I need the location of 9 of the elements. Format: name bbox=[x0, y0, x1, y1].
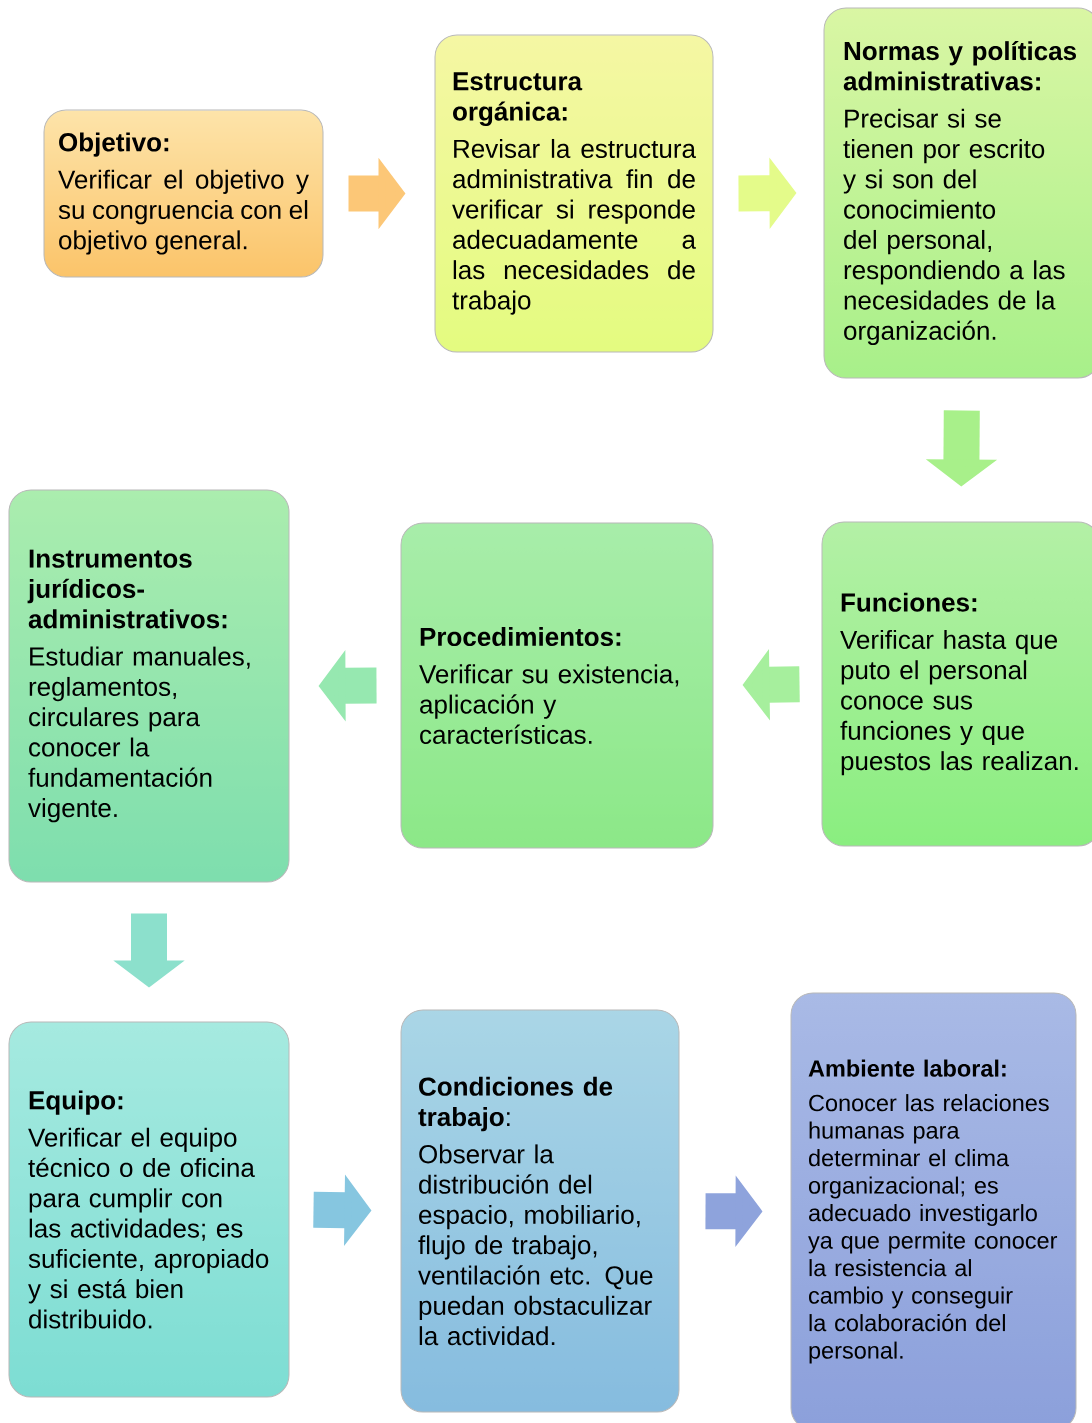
process-box: Condiciones de trabajo: Observar la distribución del espacio, mobiliario, flujo de trabajo, ventilación etc. Que puedan obstaculizar la actividad. bbox=[400, 1009, 680, 1413]
process-box: Ambiente laboral: Conocer las relaciones humanas para determinar el clima organizacional; es adecuado investigarlo ya que permite conocer la resistencia al cambio y conseguir la colaboración del personal. bbox=[790, 992, 1077, 1423]
process-box: Estructura orgánica: Revisar la estructura administrativa fin de verificar si responde adecuadamente a las necesidades de trabajo bbox=[434, 34, 714, 353]
process-box: Funciones: Verificar hasta que puto el personal conoce sus funciones y que puestos las realizan. bbox=[821, 521, 1092, 847]
process-box: Equipo: Verificar el equipo técnico o de oficina para cumplir con las actividades; es suficiente, apropiado y si está bien distribuido. bbox=[8, 1021, 290, 1398]
process-box: Instrumentos jurídicos-administrativos: Estudiar manuales, reglamentos, circulares para conocer la fundamentación vigente. bbox=[8, 489, 290, 883]
process-box: Procedimientos: Verificar su existencia, aplicación y características. bbox=[400, 522, 714, 849]
process-box: Normas y políticas administrativas: Precisar si se tienen por escrito y si son del conocimiento del personal, respondiendo a las necesidades de la organización. bbox=[823, 7, 1092, 379]
process-box: Objetivo: Verificar el objetivo y su congruencia con el objetivo general. bbox=[43, 109, 324, 278]
